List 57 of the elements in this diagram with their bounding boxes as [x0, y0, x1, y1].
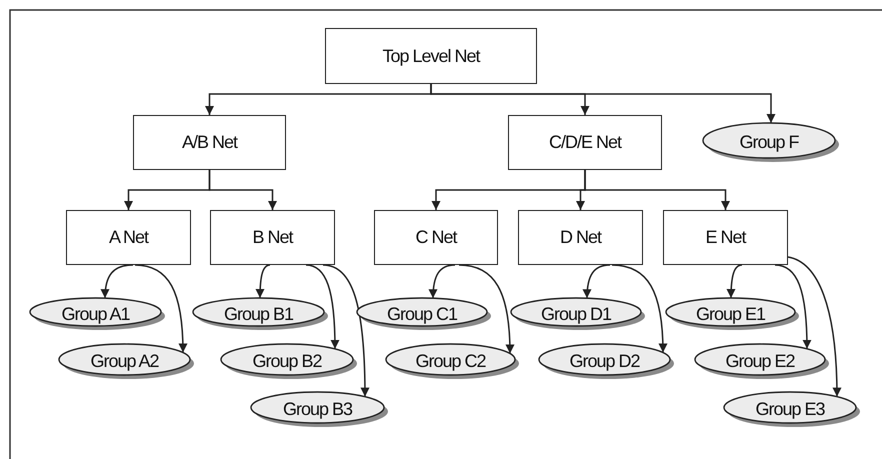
net-box [518, 210, 643, 265]
arrow [322, 264, 370, 397]
net-box [663, 210, 788, 265]
group-ellipse [356, 297, 492, 331]
arrow [726, 264, 742, 298]
node-label: Group E3 [755, 399, 825, 420]
node-label: Group F [739, 132, 799, 153]
group-ellipse [723, 391, 861, 428]
arrow [100, 264, 134, 298]
node-label: Top Level Net [382, 46, 480, 66]
arrow [306, 264, 340, 349]
node-label: A/B Net [182, 132, 238, 153]
arrow [582, 264, 610, 298]
group-ellipse [665, 297, 800, 331]
group-ellipse [250, 391, 389, 428]
node-label: C/D/E Net [548, 132, 622, 153]
node-label: Group C2 [415, 351, 486, 372]
arrow [256, 264, 270, 298]
node-label: Group A2 [90, 351, 159, 372]
net-box [133, 115, 286, 170]
net-box [210, 210, 335, 265]
node-label: Group E1 [696, 304, 766, 324]
arrow [430, 84, 776, 123]
group-ellipse [538, 343, 675, 380]
group-ellipse [29, 297, 166, 331]
node-label: E Net [705, 227, 746, 248]
group-ellipse [694, 343, 830, 380]
node-label: Group B1 [224, 304, 294, 324]
arrow [428, 264, 456, 298]
arrow [134, 264, 188, 353]
group-ellipse [192, 297, 329, 331]
node-label: Group D2 [569, 351, 640, 372]
node-label: B Net [252, 227, 293, 248]
arrow [208, 170, 277, 210]
group-ellipse [510, 297, 646, 331]
arrow [788, 256, 842, 397]
node-label: A Net [108, 227, 148, 248]
net-box [508, 115, 662, 170]
node-label: D Net [560, 227, 601, 248]
group-ellipse [702, 122, 840, 163]
group-ellipse [58, 343, 195, 380]
node-label: C Net [415, 227, 456, 248]
arrow [774, 264, 812, 349]
net-box [325, 28, 537, 84]
arrow [458, 264, 514, 354]
node-label: Group B2 [252, 351, 322, 372]
net-box [66, 210, 191, 265]
node-label: Group C1 [386, 304, 458, 324]
group-ellipse [220, 343, 358, 380]
net-box [374, 210, 498, 265]
node-label: Group B3 [282, 399, 352, 420]
group-ellipse [385, 343, 520, 380]
arrow [612, 264, 668, 353]
arrow [584, 170, 730, 210]
node-label: Group A1 [61, 304, 130, 324]
node-label: Group E2 [725, 351, 795, 372]
node-label: Group D1 [540, 304, 612, 324]
